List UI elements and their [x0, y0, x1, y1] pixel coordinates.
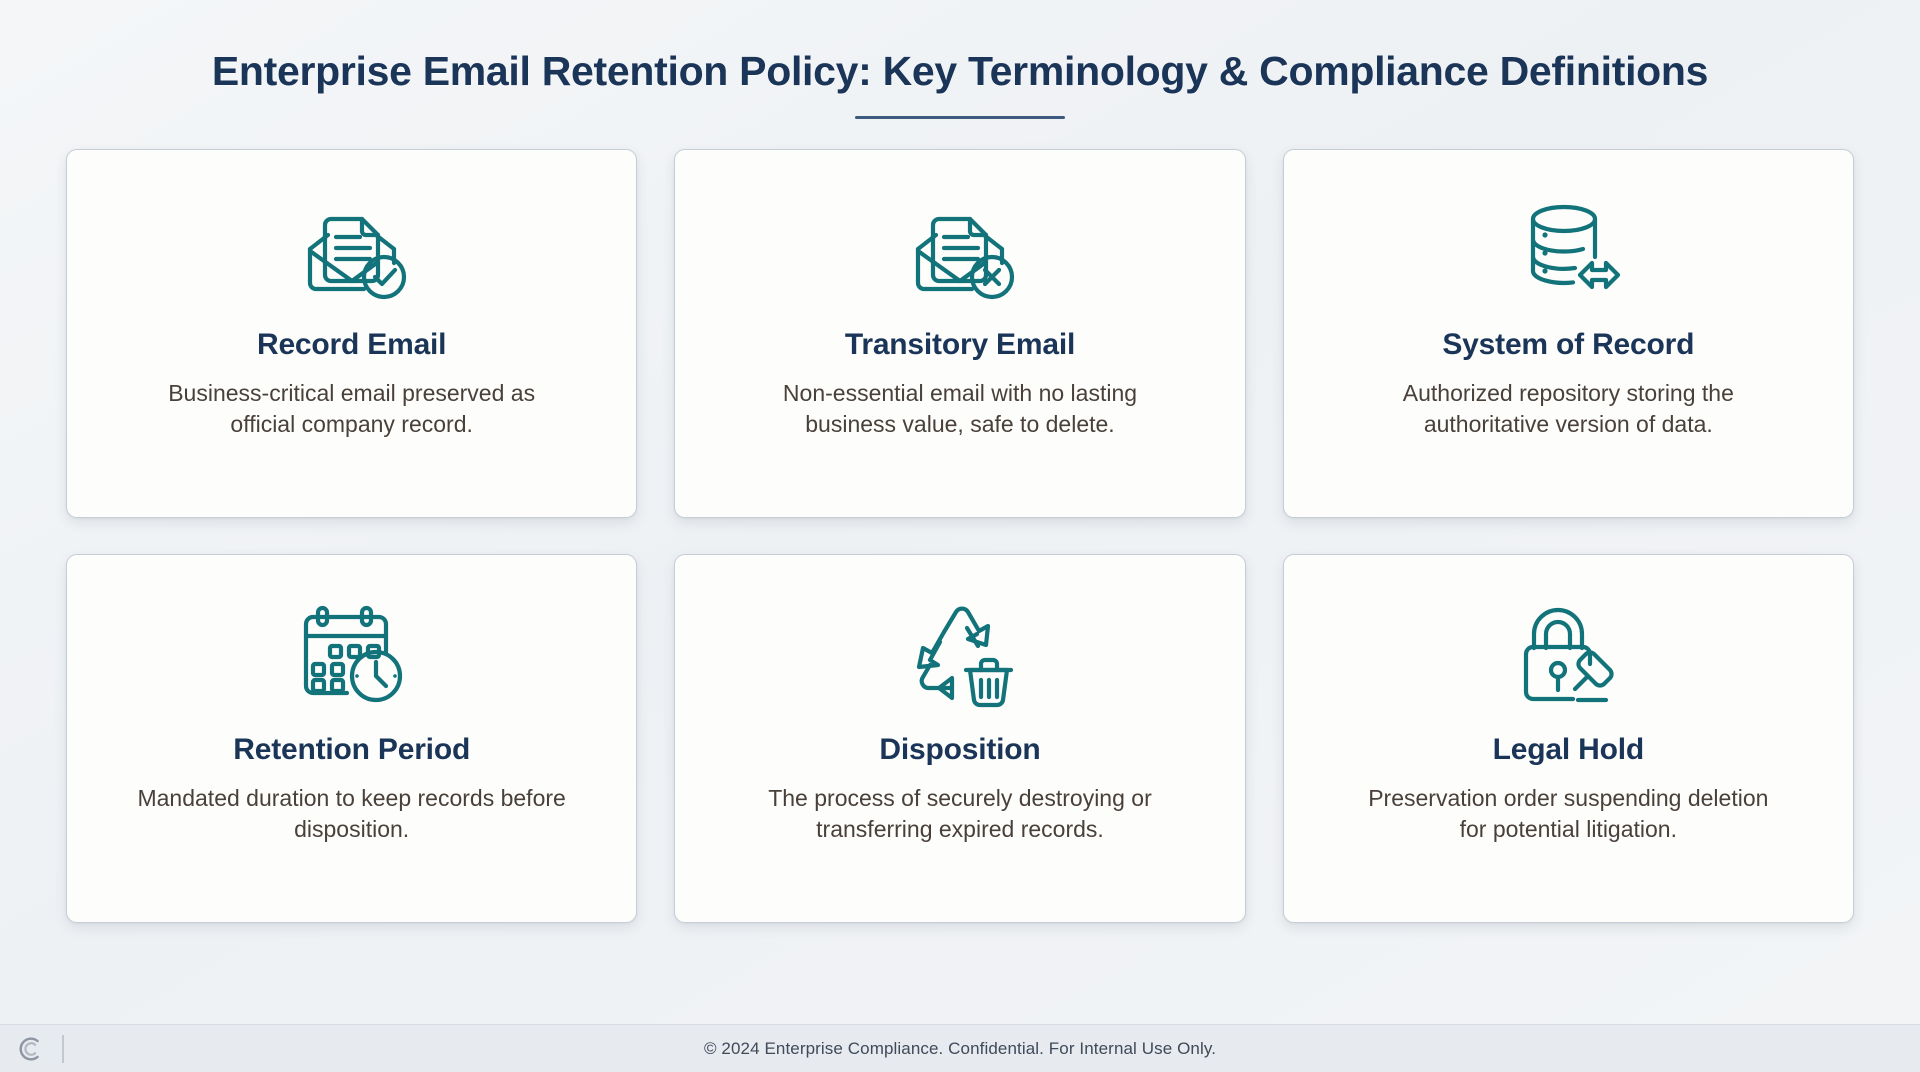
card-description: Non-essential email with no lasting busi…	[782, 380, 1138, 438]
card-transitory-email[interactable]: Transitory Email Non-essential email wit…	[674, 149, 1246, 519]
card-description: Authorized repository storing the author…	[1402, 380, 1734, 438]
card-legal-hold[interactable]: Legal Hold Preservation order suspending…	[1282, 554, 1854, 924]
lock-gavel-icon	[1508, 589, 1628, 719]
email-record-check-icon	[292, 184, 412, 314]
card-title: Disposition	[879, 733, 1041, 767]
calendar-clock-icon	[292, 589, 412, 719]
card-description: The process of securely destroying or tr…	[768, 785, 1152, 843]
card-grid: Record Email Business-critical email pre…	[66, 149, 1854, 924]
card-title: Retention Period	[233, 733, 471, 767]
page-title: Enterprise Email Retention Policy: Key T…	[211, 48, 1709, 94]
card-retention-period[interactable]: Retention Period Mandated duration to ke…	[66, 554, 638, 924]
card-title: Record Email	[256, 328, 447, 362]
card-disposition[interactable]: Disposition The process of securely dest…	[674, 554, 1246, 924]
footer-divider	[62, 1034, 64, 1063]
card-description: Preservation order suspending deletion f…	[1368, 785, 1769, 843]
card-system-of-record[interactable]: System of Record Authorized repository s…	[1282, 149, 1854, 519]
header: Enterprise Email Retention Policy: Key T…	[0, 0, 1920, 120]
card-title: Legal Hold	[1492, 733, 1645, 767]
copyright-c-logo	[19, 1036, 39, 1061]
card-grid-wrapper: Record Email Business-critical email pre…	[0, 149, 1920, 1024]
footer-bar: © 2024 Enterprise Compliance. Confidenti…	[0, 1024, 1920, 1072]
footer-copyright: © 2024 Enterprise Compliance. Confidenti…	[703, 1038, 1217, 1058]
card-record-email[interactable]: Record Email Business-critical email pre…	[66, 149, 638, 519]
footer-brand-group	[0, 1025, 64, 1072]
card-title: Transitory Email	[844, 328, 1076, 362]
email-transitory-x-icon	[900, 184, 1020, 314]
title-divider	[855, 116, 1065, 120]
card-title: System of Record	[1442, 328, 1695, 362]
card-description: Mandated duration to keep records before…	[137, 785, 566, 843]
card-description: Business-critical email preserved as off…	[168, 380, 536, 438]
recycle-trash-icon	[900, 589, 1020, 719]
database-exchange-icon	[1508, 184, 1628, 314]
